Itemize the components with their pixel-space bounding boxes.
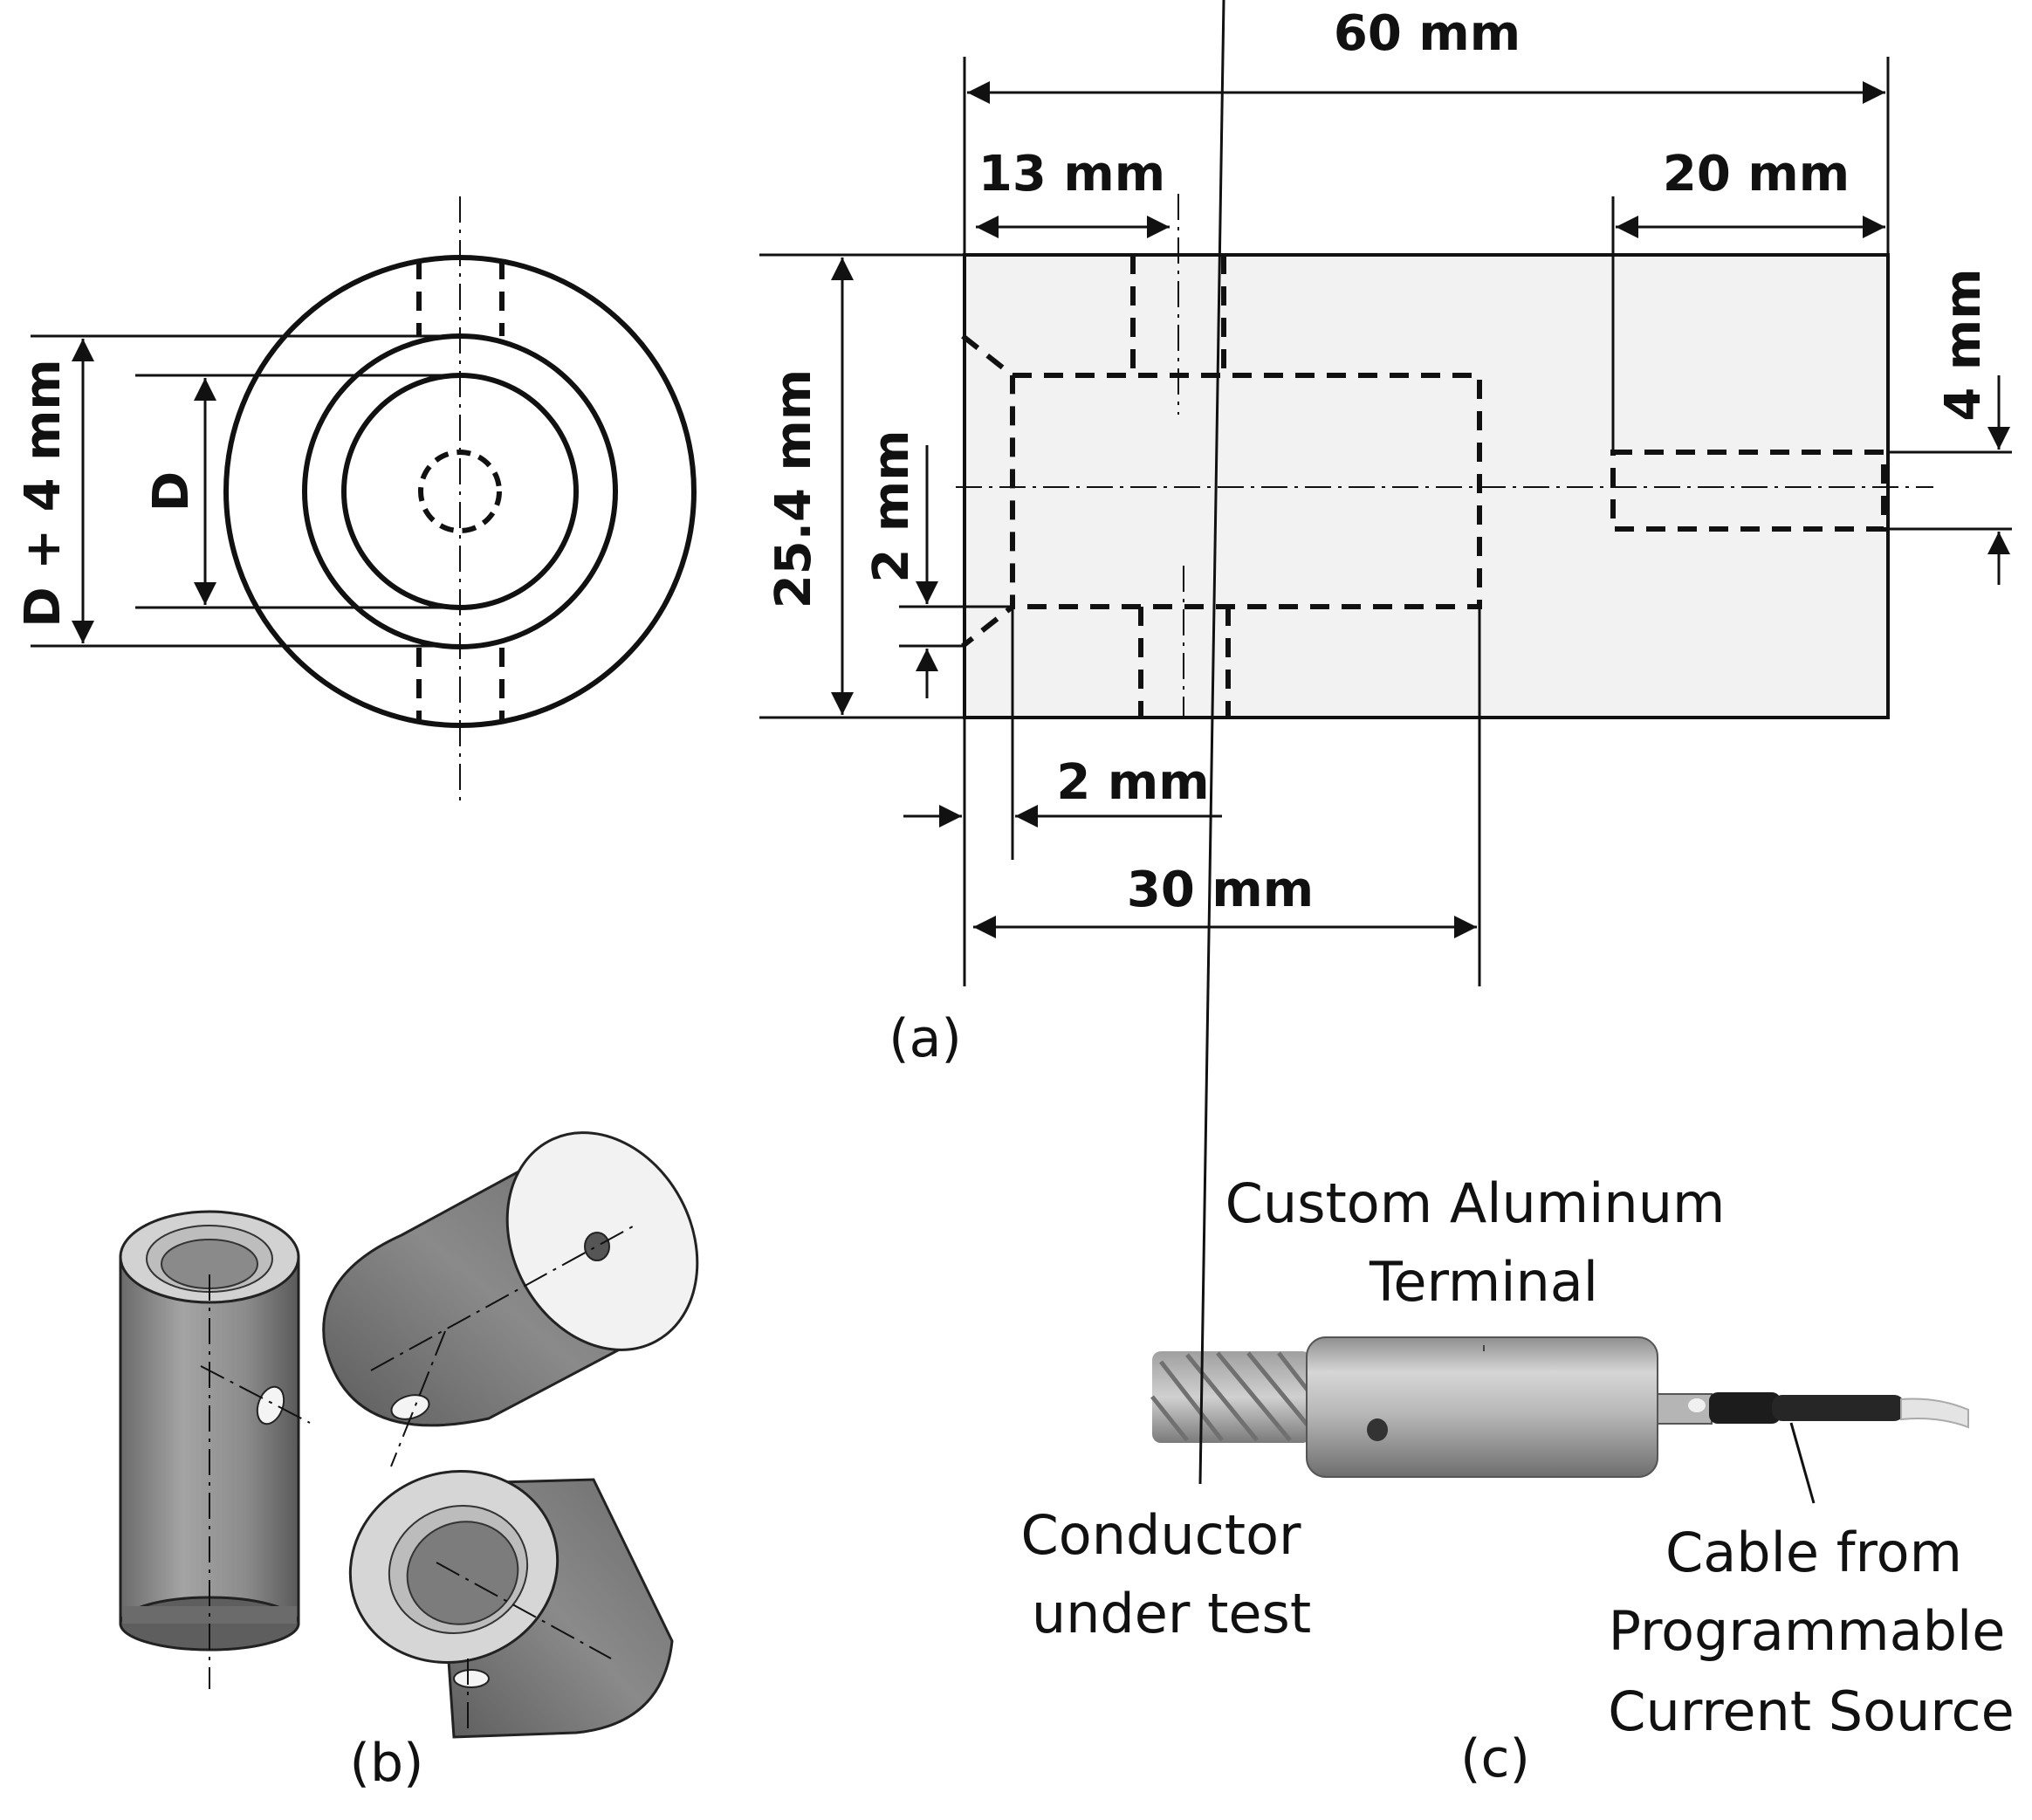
- dim-label-60mm: 60 mm: [1334, 5, 1521, 62]
- cylinder-vertical: [119, 1210, 311, 1689]
- cylinder-diagonal-top-axis: [370, 1226, 634, 1371]
- outer-circle: [223, 255, 697, 728]
- cylinder-diagonal-bottom-axis: [436, 1562, 612, 1659]
- strand-line: [1216, 1351, 1292, 1442]
- label-cable-line2: Programmable: [1609, 1599, 2006, 1663]
- label-terminal-line1: Custom Aluminum: [1225, 1171, 1726, 1235]
- cylinder-vertical-hole-axis: [200, 1365, 311, 1424]
- strand-line: [1185, 1353, 1259, 1442]
- label-terminal-line2: Terminal: [1369, 1250, 1598, 1314]
- cable-white-section: [1900, 1398, 1969, 1429]
- cable-black-section: [1772, 1395, 1905, 1421]
- dim-label-d: D: [143, 471, 200, 512]
- caption-b: (b): [350, 1733, 424, 1794]
- dim-label-30mm: 30 mm: [1127, 862, 1314, 918]
- terminal-photo: [1150, 0, 1969, 1504]
- cable-lug-hole: [1688, 1398, 1706, 1412]
- cylinder-diagonal-bottom-side-hole: [453, 1669, 490, 1688]
- cylinder-diagonal-bottom-bore: [406, 1521, 519, 1625]
- dim-label-4mm: 4 mm: [1935, 268, 1992, 421]
- strand-line: [1159, 1360, 1224, 1442]
- bore-chamfer: [961, 333, 1015, 649]
- side-view: 60 mm 13 mm 20 mm 25.4 mm 2 mm 2 mm 30 m…: [759, 5, 2012, 986]
- strand-line: [1277, 1351, 1311, 1394]
- label-cable-line1: Cable from: [1665, 1521, 1962, 1584]
- caption-c: (c): [1460, 1728, 1530, 1789]
- cylinder-diagonal-top: [322, 1131, 699, 1467]
- cylinder-vertical-side-hole: [256, 1385, 285, 1425]
- leader-cable: [1789, 1422, 1816, 1504]
- label-conductor-line2: under test: [1032, 1582, 1311, 1645]
- dim-label-25-4mm: 25.4 mm: [765, 369, 822, 608]
- cylinder-diagonal-top-hole-axis: [390, 1330, 446, 1467]
- rear-bore: [1610, 450, 1886, 532]
- label-cable-line3: Current Source: [1608, 1679, 2015, 1743]
- caption-a: (a): [889, 1008, 962, 1069]
- terminal-set-screw-hole: [1367, 1418, 1388, 1441]
- cylinder-diagonal-top-end-hole: [584, 1232, 610, 1261]
- dim-label-2mm-h: 2 mm: [1056, 754, 1209, 811]
- render-views: [119, 1131, 699, 1739]
- conductor-strands: [1150, 1351, 1311, 1443]
- dim-label-2mm-v: 2 mm: [863, 429, 920, 582]
- heat-shrink-sleeve: [1709, 1392, 1781, 1424]
- label-conductor-line1: Conductor: [1021, 1503, 1301, 1567]
- small-hole-circle: [418, 450, 502, 533]
- cylinder-diagonal-bottom: [348, 1470, 674, 1739]
- aluminum-terminal: [1306, 1336, 1658, 1478]
- strand-line: [1150, 1395, 1189, 1442]
- strand-line: [1246, 1351, 1311, 1429]
- bore-outline: [1013, 373, 1482, 609]
- end-view: D + 4 mm D: [15, 196, 697, 807]
- dim-label-20mm: 20 mm: [1663, 146, 1850, 203]
- leader-conductor: [1198, 0, 1225, 1485]
- dim-label-d-plus-4: D + 4 mm: [15, 359, 72, 628]
- cylinder-diagonal-top-side-hole: [390, 1394, 430, 1420]
- dim-label-13mm: 13 mm: [978, 146, 1165, 203]
